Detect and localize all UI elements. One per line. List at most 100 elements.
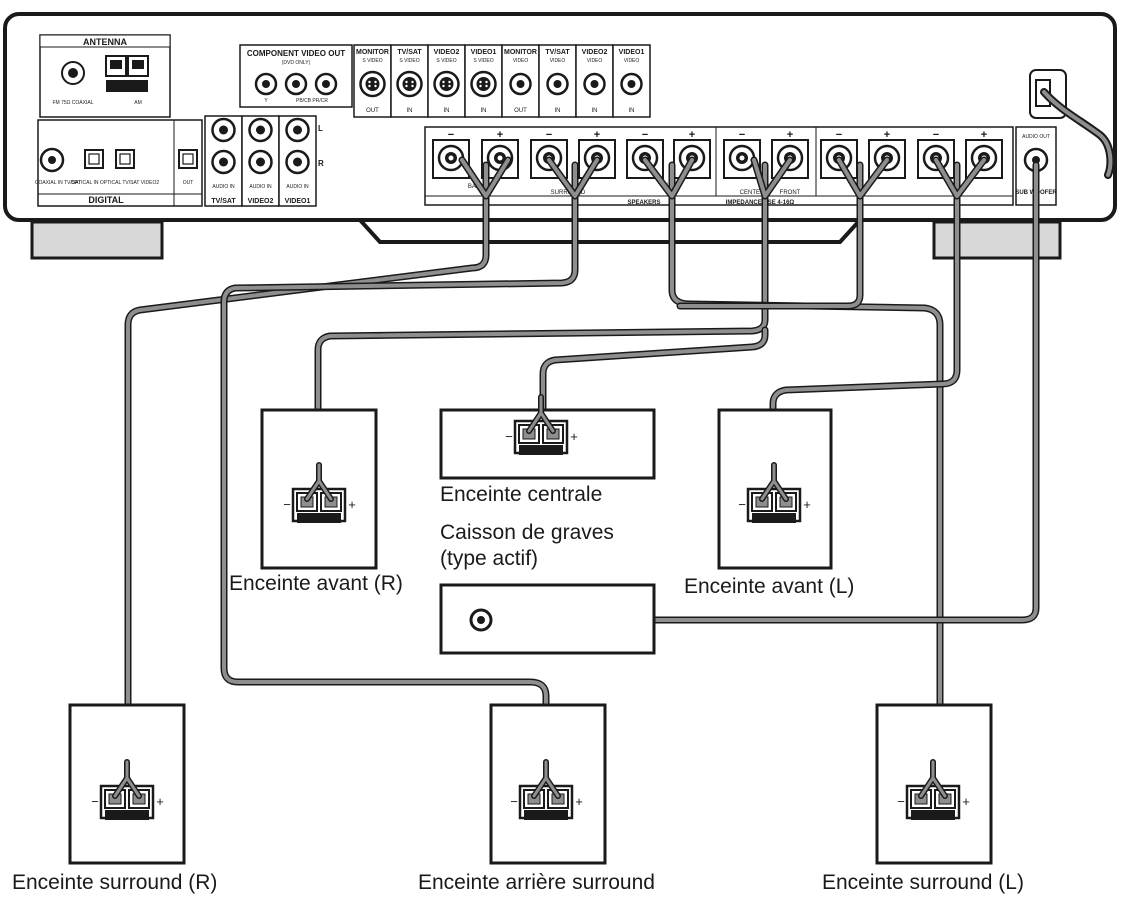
minus-sign: − bbox=[505, 429, 513, 444]
front-l-cable bbox=[769, 161, 961, 494]
optical-out-jack[interactable] bbox=[178, 149, 198, 169]
video-column-4: MONITOR VIDEO OUT bbox=[501, 44, 540, 118]
sub-cable bbox=[477, 161, 1040, 624]
surround-l-terminal-wire-end bbox=[918, 759, 948, 799]
label-enceinte-avant-l: Enceinte avant (L) bbox=[684, 575, 855, 598]
am-antenna-label: AM bbox=[134, 100, 142, 106]
audio-in-name: TV/SAT bbox=[211, 198, 236, 205]
minus-sign: − bbox=[738, 497, 746, 512]
video-column-name: VIDEO2 bbox=[434, 49, 460, 56]
front-r-alt-cable bbox=[676, 161, 864, 310]
plus-sign: + bbox=[156, 794, 164, 809]
antenna-section: ANTENNA FM 75Ω COAXIAL AM bbox=[39, 34, 171, 118]
audio-in-name: VIDEO1 bbox=[285, 198, 311, 205]
front-l-terminal[interactable]: −+ bbox=[738, 487, 811, 523]
receiver-rear-panel: ANTENNA FM 75Ω COAXIAL AM COMPONENT VIDE… bbox=[3, 12, 1117, 260]
audio-in-column-0: AUDIO IN TV/SAT bbox=[204, 115, 243, 207]
video-column-dir: IN bbox=[629, 108, 635, 114]
video-column-type: S VIDEO bbox=[399, 58, 419, 64]
minus-sign: − bbox=[933, 129, 939, 141]
plus-sign: + bbox=[570, 429, 578, 444]
minus-sign: − bbox=[91, 794, 99, 809]
video-column-dir: IN bbox=[481, 108, 487, 114]
audio-in-top-label: AUDIO IN bbox=[212, 184, 235, 190]
label-enceinte-arriere-surround: Enceinte arrière surround bbox=[418, 871, 655, 894]
video-jack-columns: MONITOR S VIDEO OUT TV/SAT S VIDEO IN VIDEO2 S … bbox=[353, 44, 651, 118]
label-caisson-line1: Caisson de graves bbox=[440, 521, 614, 544]
audio-in-top-label: AUDIO IN bbox=[286, 184, 309, 190]
surround-l-terminal[interactable]: −+ bbox=[897, 784, 970, 820]
plus-sign: + bbox=[787, 129, 793, 141]
back-cable bbox=[220, 161, 579, 794]
video-column-name: TV/SAT bbox=[545, 49, 570, 56]
video-column-type: S VIDEO bbox=[473, 58, 493, 64]
minus-sign: − bbox=[510, 794, 518, 809]
surround-back-terminal-wire-end bbox=[531, 759, 561, 799]
plus-sign: + bbox=[689, 129, 695, 141]
speaker-surround-label: SURROUND bbox=[551, 190, 586, 196]
digital-section: COAXIAL IN TV/SAT OPTICAL IN OPTICAL TV/… bbox=[35, 119, 203, 207]
minus-sign: − bbox=[546, 129, 552, 141]
cable-terminal-ends bbox=[112, 394, 948, 799]
video-column-name: MONITOR bbox=[504, 49, 537, 56]
minus-sign: − bbox=[642, 129, 648, 141]
surround-r-terminal[interactable]: −+ bbox=[91, 784, 164, 820]
antenna-title: ANTENNA bbox=[83, 37, 127, 47]
video-column-dir: IN bbox=[407, 108, 413, 114]
receiver-bottom-trim bbox=[358, 218, 862, 244]
plus-sign: + bbox=[575, 794, 583, 809]
plus-sign: + bbox=[348, 497, 356, 512]
audio-in-column-2: AUDIO IN VIDEO1 bbox=[278, 115, 317, 207]
digital-optical-label: OPTICAL IN OPTICAL TV/SAT VIDEO2 bbox=[71, 180, 159, 186]
video-column-name: TV/SAT bbox=[397, 49, 422, 56]
receiver-foot-left bbox=[30, 220, 164, 260]
video-column-type: VIDEO bbox=[513, 58, 529, 64]
minus-sign: − bbox=[739, 129, 745, 141]
component-video-sub: (DVD ONLY) bbox=[282, 60, 311, 66]
label-enceinte-centrale: Enceinte centrale bbox=[440, 483, 603, 506]
optical-in-video2-jack[interactable] bbox=[115, 149, 135, 169]
video-column-dir: IN bbox=[592, 108, 598, 114]
video-column-1: TV/SAT S VIDEO IN bbox=[390, 44, 429, 118]
video-column-type: VIDEO bbox=[587, 58, 603, 64]
audio-l-label: L bbox=[318, 124, 323, 133]
minus-sign: − bbox=[897, 794, 905, 809]
fork-front-r bbox=[835, 156, 891, 200]
fork-center bbox=[750, 156, 794, 200]
center-terminal[interactable]: −+ bbox=[505, 419, 578, 455]
minus-sign: − bbox=[836, 129, 842, 141]
speakers-title: SPEAKERS bbox=[627, 200, 660, 206]
label-caisson-line2: (type actif) bbox=[440, 547, 539, 570]
front-r-terminal[interactable]: −+ bbox=[283, 487, 356, 523]
digital-coaxial-label: COAXIAL IN TV/SAT bbox=[35, 180, 81, 186]
optical-in-tvsat-jack[interactable] bbox=[84, 149, 104, 169]
audio-r-label: R bbox=[318, 159, 324, 168]
video-column-name: MONITOR bbox=[356, 49, 389, 56]
speaker-cables bbox=[124, 156, 1040, 794]
surround-back-terminal[interactable]: −+ bbox=[510, 784, 583, 820]
component-y-label: Y bbox=[264, 98, 268, 104]
component-pbpr-label: PB/CB PR/CR bbox=[296, 98, 328, 104]
speaker-box-front-l bbox=[717, 408, 833, 570]
video-column-name: VIDEO1 bbox=[471, 49, 497, 56]
receiver-foot-right bbox=[932, 220, 1062, 260]
speaker-terminal-section: BACK SURROUND R L CENTER FRONT SPEAKERS … bbox=[424, 126, 1014, 206]
video-column-name: VIDEO1 bbox=[619, 49, 645, 56]
video-column-dir: IN bbox=[444, 108, 450, 114]
minus-sign: − bbox=[283, 497, 291, 512]
audio-in-top-label: AUDIO IN bbox=[249, 184, 272, 190]
video-column-type: S VIDEO bbox=[436, 58, 456, 64]
component-video-title: COMPONENT VIDEO OUT bbox=[247, 49, 345, 58]
video-column-type: VIDEO bbox=[624, 58, 640, 64]
video-column-dir: OUT bbox=[514, 108, 527, 114]
plus-sign: + bbox=[962, 794, 970, 809]
speakers-impedance: IMPEDANCE USE 4-16Ω bbox=[726, 200, 795, 206]
fork-surround-l bbox=[641, 156, 696, 200]
center-terminal-wire-end bbox=[526, 394, 556, 434]
subwoofer-box bbox=[439, 583, 656, 655]
